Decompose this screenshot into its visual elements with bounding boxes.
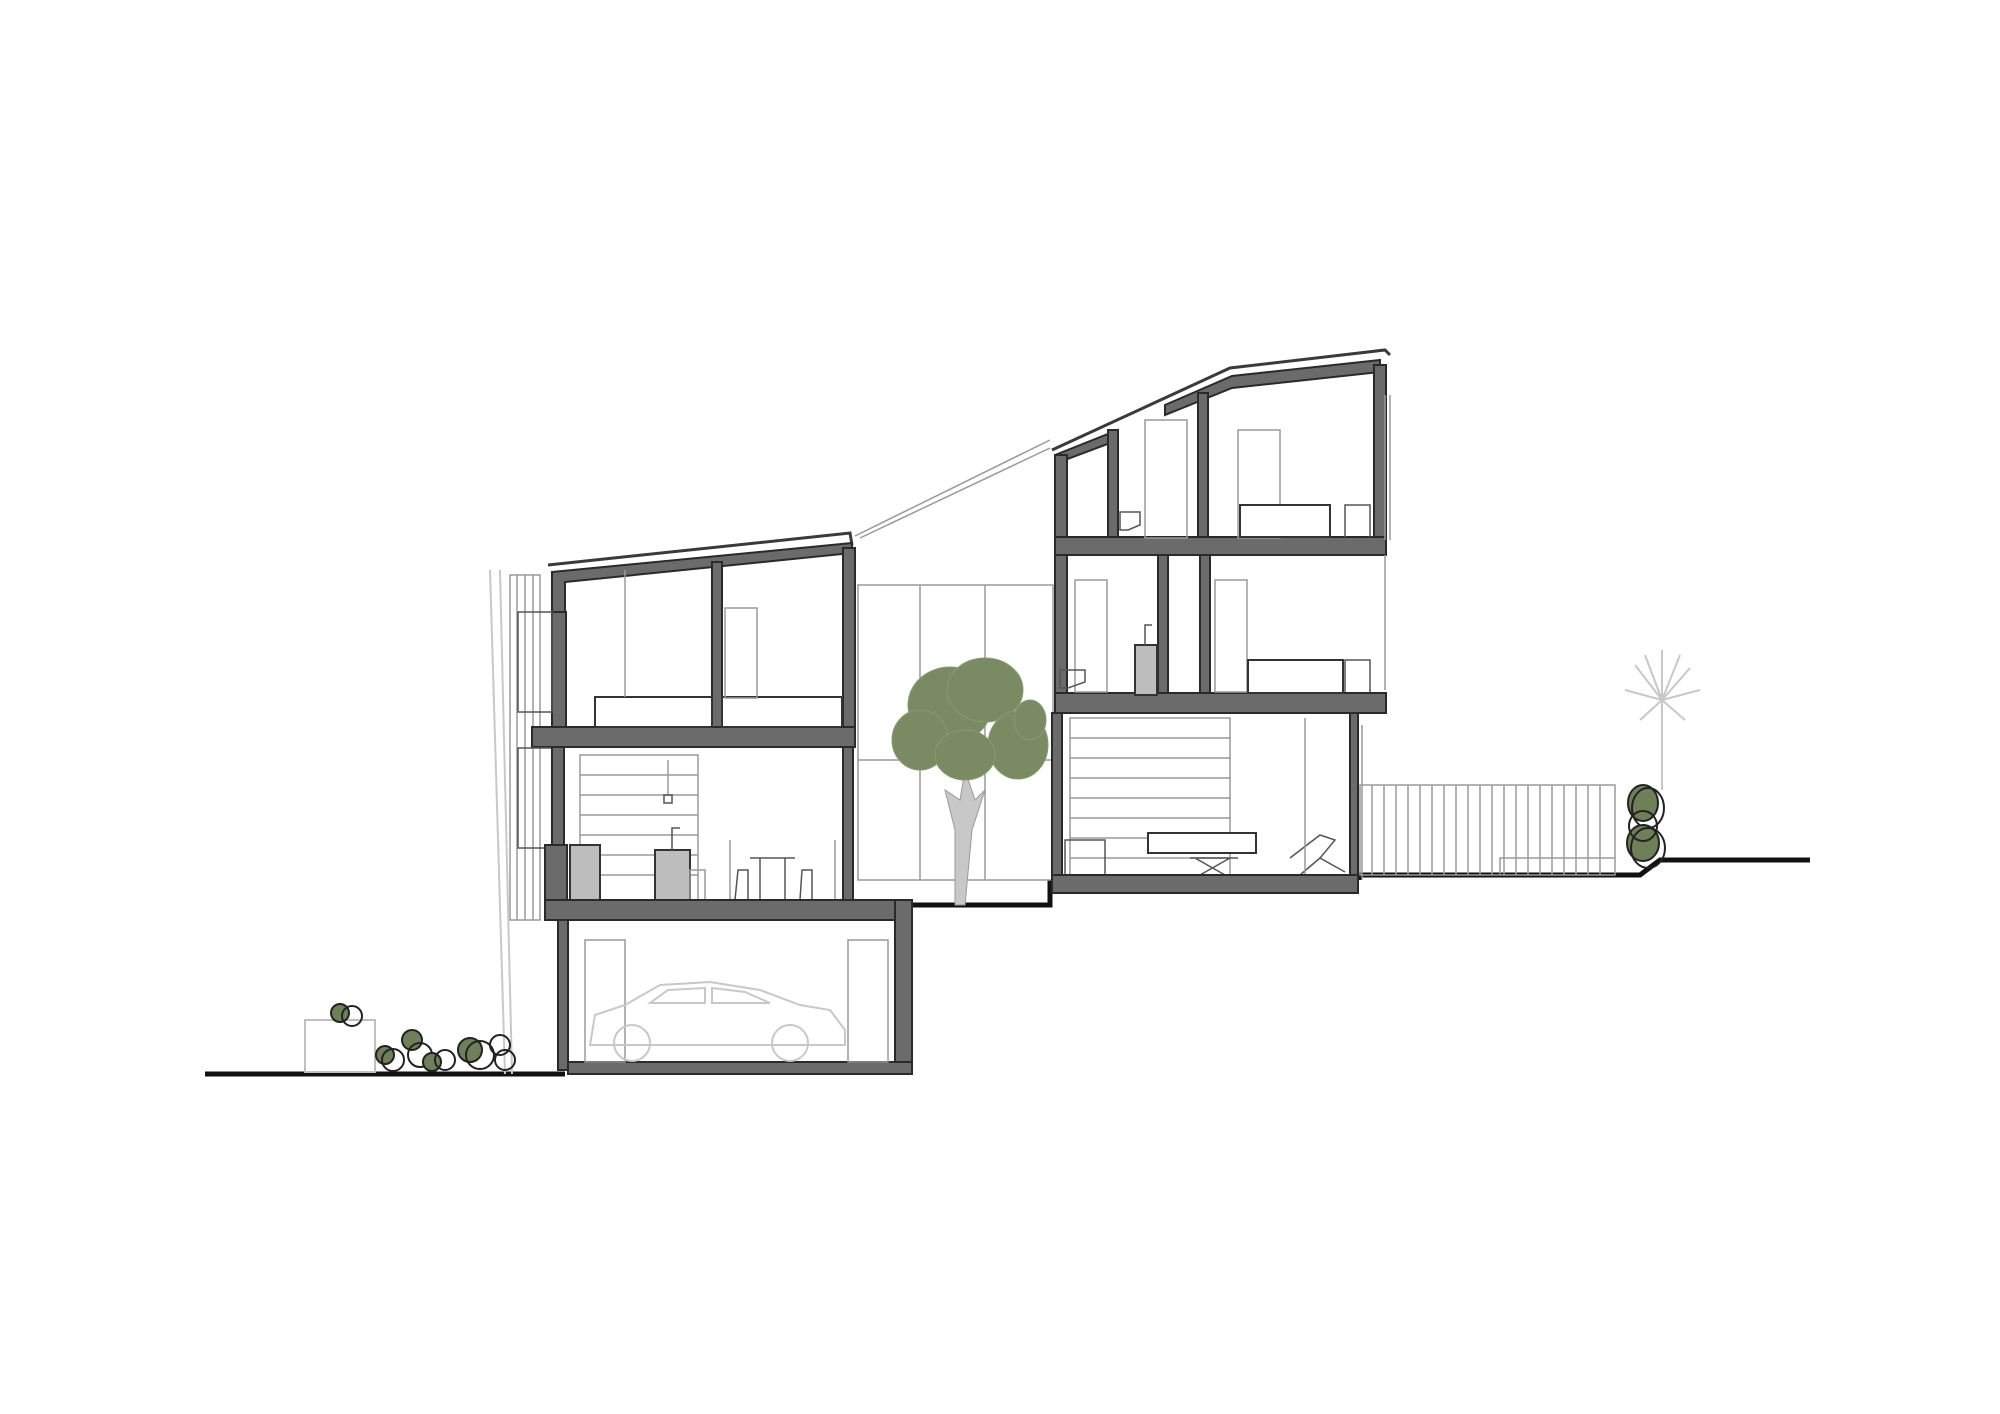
tap	[671, 827, 680, 850]
left-upper-slab	[531, 726, 856, 748]
courtyard	[854, 439, 1054, 906]
left-lower-wall	[551, 746, 565, 848]
chair	[1344, 659, 1371, 692]
courtyard-tree	[891, 657, 1049, 906]
left-partition	[711, 561, 723, 728]
door	[1074, 579, 1108, 693]
right-block	[1051, 348, 1392, 894]
garage-wall-right	[894, 899, 913, 1071]
right-ground-wall	[1051, 712, 1063, 884]
right-top-slab	[1054, 536, 1387, 556]
chair	[1344, 504, 1371, 537]
right-top-wall-right	[1373, 364, 1387, 541]
bed	[721, 696, 843, 728]
bed	[1247, 659, 1344, 694]
garage-car	[588, 980, 846, 1062]
left-upper-wall-right	[842, 547, 856, 729]
garage-wall-left	[557, 919, 569, 1071]
right-mid-slab	[1054, 692, 1387, 714]
door	[724, 607, 758, 699]
vanity	[1134, 644, 1158, 696]
right-mid-partition	[1157, 554, 1169, 696]
coffee-table	[1190, 857, 1238, 876]
garage-floor-slab	[567, 1061, 913, 1075]
distant-palm	[1624, 650, 1701, 790]
bed	[1239, 504, 1331, 538]
right-shrubs	[1626, 784, 1666, 869]
left-wall-base	[544, 844, 568, 906]
garage-door	[584, 939, 626, 1063]
tap	[1144, 624, 1152, 645]
toilet	[1059, 669, 1086, 689]
door	[1214, 579, 1248, 693]
ground-line	[205, 857, 1810, 1077]
glass-roof	[859, 447, 1051, 539]
glass-roof	[854, 439, 1051, 537]
boundary-fence	[1359, 784, 1616, 876]
garage-door	[847, 939, 889, 1063]
lounge-chair	[1289, 834, 1346, 876]
right-ground-slab	[1051, 874, 1359, 894]
window	[517, 747, 553, 849]
dining-set	[729, 840, 836, 901]
right-ground-wall-right	[1349, 712, 1359, 884]
toilet	[1119, 511, 1141, 531]
kitchen-unit	[569, 844, 601, 901]
left-planter	[304, 1003, 376, 1073]
kitchen-island	[654, 849, 691, 901]
left-roof-slab	[551, 541, 853, 613]
right-top-partition	[1107, 429, 1119, 541]
left-lower-wall-right	[842, 746, 854, 903]
door	[1144, 419, 1188, 539]
window	[517, 611, 553, 713]
left-facade-cladding	[489, 569, 541, 1075]
left-shrubs	[375, 1029, 516, 1072]
right-mid-partition	[1199, 554, 1211, 696]
armchair	[1064, 839, 1106, 875]
right-top-wall	[1054, 454, 1068, 541]
left-ground-slab	[544, 899, 913, 921]
pendant-light	[663, 794, 673, 804]
left-block	[489, 531, 913, 1075]
bed	[594, 696, 713, 728]
left-roof	[547, 531, 854, 567]
sofa	[1147, 832, 1257, 854]
right-top-partition	[1197, 392, 1209, 541]
right-roof	[1051, 348, 1392, 452]
right-mid-wall	[1054, 554, 1068, 696]
